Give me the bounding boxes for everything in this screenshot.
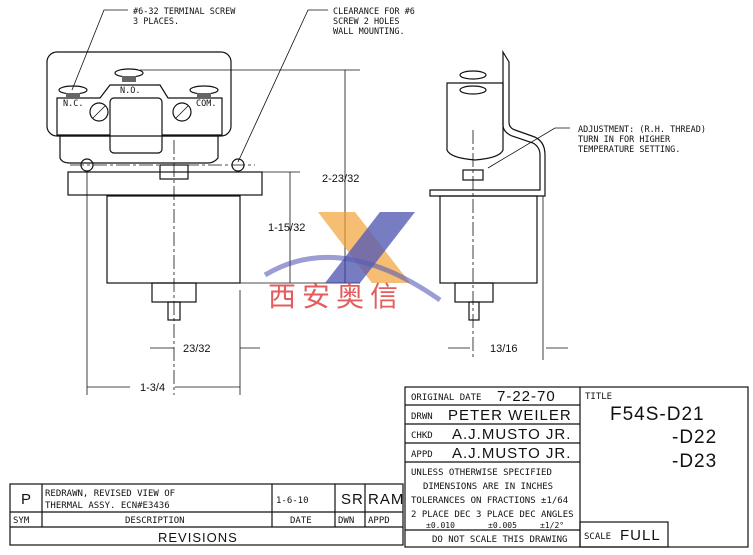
adjustment-note: ADJUSTMENT: (R.H. THREAD) TURN IN FOR HI… xyxy=(487,125,706,169)
revision-row: P REDRAWN, REVISED VIEW OF THERMAL ASSY.… xyxy=(21,489,404,511)
title-line-1: F54S-D21 xyxy=(610,404,705,425)
switch-plunger-block xyxy=(109,97,163,154)
watermark-text: 西安奥信 xyxy=(268,280,404,313)
svg-text:SCREW 2 HOLES: SCREW 2 HOLES xyxy=(333,17,400,27)
side-terminal-screw xyxy=(459,85,487,95)
drawn-by: PETER WEILER xyxy=(448,407,572,424)
original-date-label: ORIGINAL DATE xyxy=(411,393,481,403)
svg-text:±0.005: ±0.005 xyxy=(488,521,517,530)
tolerance-notes: UNLESS OTHERWISE SPECIFIED DIMENSIONS AR… xyxy=(411,468,574,530)
chkd-label: CHKD xyxy=(411,431,433,441)
side-terminal-screw-top xyxy=(459,70,487,80)
svg-text:ADJUSTMENT: (R.H. THREAD): ADJUSTMENT: (R.H. THREAD) xyxy=(578,125,706,135)
dimension-overall-height: 2-23/32 xyxy=(140,69,360,283)
dimension-base-height: 1-15/32 xyxy=(240,171,360,284)
svg-text:TEMPERATURE SETTING.: TEMPERATURE SETTING. xyxy=(578,145,680,155)
title-block: ORIGINAL DATE 7-22-70 DRWN PETER WEILER … xyxy=(404,386,749,548)
clearance-note: CLEARANCE FOR #6 SCREW 2 HOLES WALL MOUN… xyxy=(237,7,415,163)
svg-text:SYM: SYM xyxy=(13,516,30,526)
svg-text:±0.010: ±0.010 xyxy=(426,521,455,530)
side-switch-body xyxy=(446,82,504,161)
checked-by: A.J.MUSTO JR. xyxy=(452,426,571,443)
terminal-screw-nc xyxy=(58,85,88,98)
dimension-overall-width: 1-3/4 xyxy=(86,171,240,395)
svg-text:DWN: DWN xyxy=(338,516,354,526)
svg-text:2 PLACE DEC 3 PLACE DEC ANGLES: 2 PLACE DEC 3 PLACE DEC ANGLES xyxy=(411,510,574,520)
terminal-label-com: COM. xyxy=(196,99,216,109)
side-cylinder xyxy=(439,195,538,284)
revisions-title: REVISIONS xyxy=(158,530,238,545)
do-not-scale: DO NOT SCALE THIS DRAWING xyxy=(432,535,567,545)
terminal-screw-no xyxy=(114,68,144,82)
svg-text:1-15/32: 1-15/32 xyxy=(268,222,305,234)
svg-text:DESCRIPTION: DESCRIPTION xyxy=(125,516,185,526)
side-view: 13/16 xyxy=(429,49,568,360)
svg-text:3 PLACES.: 3 PLACES. xyxy=(133,17,179,27)
svg-text:TURN IN FOR HIGHER: TURN IN FOR HIGHER xyxy=(578,135,671,145)
svg-text:DATE: DATE xyxy=(290,516,312,526)
title-label: TITLE xyxy=(585,392,612,402)
rivet-left xyxy=(89,102,109,122)
scale-label: SCALE xyxy=(584,532,611,542)
svg-text:23/32: 23/32 xyxy=(183,343,211,355)
svg-text:DIMENSIONS ARE IN INCHES: DIMENSIONS ARE IN INCHES xyxy=(423,482,553,492)
base-plate xyxy=(67,171,263,196)
svg-text:1-6-10: 1-6-10 xyxy=(276,496,309,506)
watermark-logo: 西安奥信 xyxy=(263,212,442,313)
title-line-2: -D22 xyxy=(672,427,717,448)
revisions-table: P REDRAWN, REVISED VIEW OF THERMAL ASSY.… xyxy=(9,483,404,546)
rivet-right xyxy=(172,102,192,122)
dimension-side-offset: 13/16 xyxy=(490,343,518,355)
original-date: 7-22-70 xyxy=(497,388,556,405)
svg-text:REDRAWN, REVISED VIEW OF: REDRAWN, REVISED VIEW OF xyxy=(45,489,175,499)
drwn-label: DRWN xyxy=(411,412,433,422)
side-stem xyxy=(468,301,480,321)
terminal-label-nc: N.C. xyxy=(63,99,83,109)
svg-text:UNLESS OTHERWISE SPECIFIED: UNLESS OTHERWISE SPECIFIED xyxy=(411,468,552,478)
svg-text:2-23/32: 2-23/32 xyxy=(322,173,359,185)
revision-headers: SYM DESCRIPTION DATE DWN APPD xyxy=(13,516,390,526)
svg-text:±1/2°: ±1/2° xyxy=(540,521,564,530)
terminal-label-no: N.O. xyxy=(120,86,140,96)
svg-text:P: P xyxy=(21,491,32,508)
svg-text:SR: SR xyxy=(341,491,364,508)
appd-label: APPD xyxy=(411,450,433,460)
front-view: N.C. N.O. COM. xyxy=(46,51,263,395)
approved-by: A.J.MUSTO JR. xyxy=(452,445,571,462)
title-line-3: -D23 xyxy=(672,451,717,472)
lower-body xyxy=(59,135,219,164)
thermal-cylinder xyxy=(106,195,241,284)
svg-text:1-3/4: 1-3/4 xyxy=(140,382,165,394)
scale-value: FULL xyxy=(620,527,661,544)
svg-text:THERMAL ASSY. ECN#E3436: THERMAL ASSY. ECN#E3436 xyxy=(45,501,170,511)
svg-text:APPD: APPD xyxy=(368,516,390,526)
svg-text:WALL MOUNTING.: WALL MOUNTING. xyxy=(333,27,405,37)
mounting-bracket xyxy=(429,49,546,197)
dimension-center-offset: 23/32 xyxy=(150,290,260,395)
svg-text:TOLERANCES ON FRACTIONS ±1/64: TOLERANCES ON FRACTIONS ±1/64 xyxy=(411,496,568,506)
terminal-screw-com xyxy=(189,85,219,98)
svg-text:CLEARANCE FOR #6: CLEARANCE FOR #6 xyxy=(333,7,415,17)
side-bottom-nut xyxy=(454,282,494,303)
svg-text:RAM: RAM xyxy=(368,491,404,508)
svg-text:#6-32 TERMINAL SCREW: #6-32 TERMINAL SCREW xyxy=(133,7,236,17)
terminal-screw-note: #6-32 TERMINAL SCREW 3 PLACES. xyxy=(71,7,236,91)
